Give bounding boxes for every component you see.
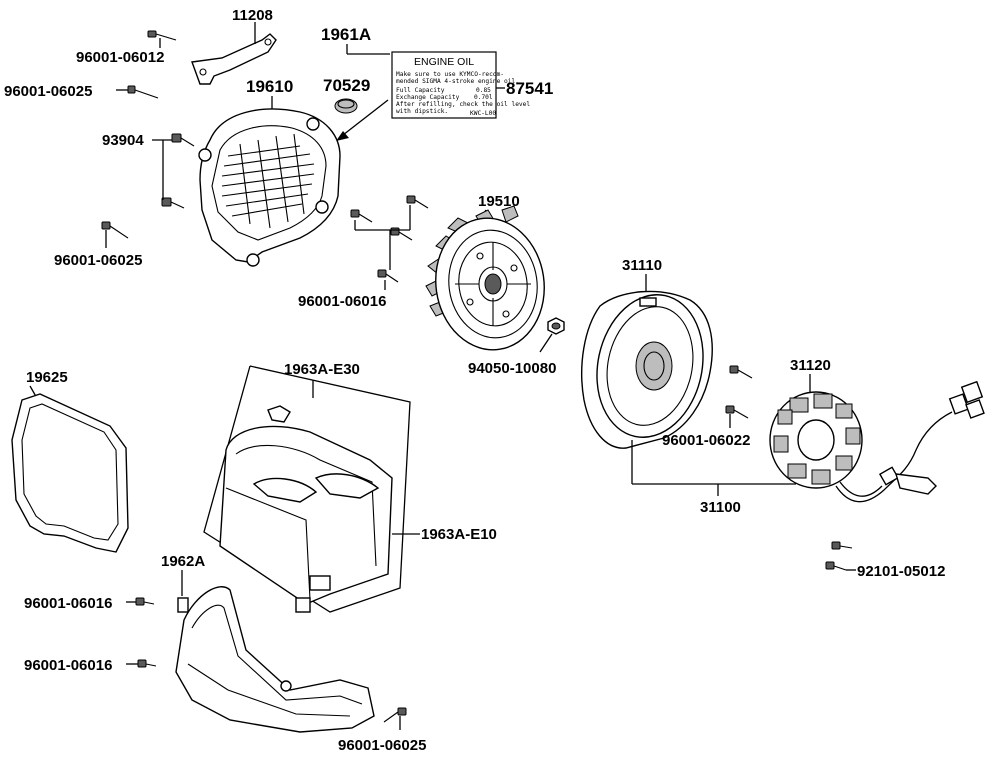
part-number-1963A-E10: 1963A-E10 bbox=[421, 526, 497, 543]
bracket-11208 bbox=[191, 33, 277, 85]
oil-label-line2: mended SIGMA 4-stroke engine oil. bbox=[396, 78, 519, 85]
screw-96001-06016-lower-a bbox=[135, 597, 155, 606]
bolt-93904-upper bbox=[171, 133, 195, 147]
part-number-96001-06022: 96001-06022 bbox=[662, 432, 750, 449]
part-number-19610: 19610 bbox=[246, 77, 293, 96]
screw-96001-06025-top bbox=[127, 85, 159, 99]
screw-96001-06022-a bbox=[729, 365, 753, 379]
bolt-92101-05012-b bbox=[825, 561, 847, 571]
screw-96001-06025-left bbox=[101, 221, 129, 239]
part-number-96001-06012: 96001-06012 bbox=[76, 49, 164, 66]
part-number-96001-06016-b: 96001-06016 bbox=[24, 657, 112, 674]
engine-oil-label: ENGINE OIL Make sure to use KYMCO-recom-… bbox=[391, 51, 530, 119]
oil-label-exchange-capacity: Exchange Capacity bbox=[396, 94, 460, 101]
clip-1963A bbox=[267, 405, 291, 423]
part-number-87541: 87541 bbox=[506, 79, 553, 98]
bolt-92101-05012-a bbox=[831, 541, 853, 550]
shroud-assembly-outline bbox=[203, 365, 411, 613]
part-number-96001-06025-left: 96001-06025 bbox=[54, 252, 142, 269]
lower-shroud-1962A bbox=[175, 586, 375, 733]
wiring-harness bbox=[835, 380, 985, 503]
nut-94050-10080 bbox=[547, 317, 565, 335]
oil-label-code: KWC-L00 bbox=[470, 110, 496, 117]
part-number-1961A: 1961A bbox=[321, 25, 371, 44]
oil-label-full-capacity: Full Capacity bbox=[396, 87, 445, 94]
plug-70529 bbox=[334, 98, 358, 114]
screw-96001-06016-a bbox=[406, 195, 429, 209]
part-number-96001-06025-bottom: 96001-06025 bbox=[338, 737, 426, 754]
part-number-70529: 70529 bbox=[323, 76, 370, 95]
screw-96001-06012 bbox=[147, 30, 177, 41]
fan-cover-19610 bbox=[198, 108, 341, 267]
part-number-19625: 19625 bbox=[26, 369, 68, 386]
part-number-31100: 31100 bbox=[700, 499, 741, 516]
oil-label-line5: After refilling, check the oil level bbox=[396, 101, 530, 108]
part-number-19510: 19510 bbox=[478, 193, 520, 210]
part-number-11208: 11208 bbox=[232, 7, 273, 24]
part-number-96001-06016-mid: 96001-06016 bbox=[298, 293, 386, 310]
flywheel-31110 bbox=[581, 290, 713, 449]
screw-96001-06016-d bbox=[377, 269, 399, 283]
part-number-1963A-E30: 1963A-E30 bbox=[284, 361, 360, 378]
bolt-93904-lower bbox=[161, 197, 185, 209]
oil-label-line6: with dipstick. bbox=[396, 108, 448, 115]
part-number-96001-06016-a: 96001-06016 bbox=[24, 595, 112, 612]
part-number-31120: 31120 bbox=[790, 357, 831, 374]
screw-96001-06022-b bbox=[725, 405, 749, 419]
stator-31120 bbox=[769, 391, 863, 489]
oil-label-exchange-capacity-value: 0.70l bbox=[474, 94, 493, 101]
part-number-94050-10080: 94050-10080 bbox=[468, 360, 556, 377]
oil-label-line1: Make sure to use KYMCO-recom- bbox=[396, 71, 504, 78]
oil-label-title: ENGINE OIL bbox=[414, 56, 474, 68]
part-number-31110: 31110 bbox=[622, 257, 662, 274]
cooling-fan-19510 bbox=[425, 205, 545, 351]
part-number-92101-05012: 92101-05012 bbox=[857, 563, 945, 580]
shroud-1963A bbox=[219, 425, 393, 613]
screw-96001-06025-bottom bbox=[383, 707, 407, 723]
part-number-93904: 93904 bbox=[102, 132, 144, 149]
screw-96001-06016-lower-b bbox=[137, 659, 157, 668]
part-number-96001-06025-top: 96001-06025 bbox=[4, 83, 92, 100]
gasket-19625 bbox=[11, 393, 129, 553]
screw-96001-06016-b bbox=[350, 209, 373, 223]
oil-label-full-capacity-value: 0.85 bbox=[476, 87, 491, 94]
part-number-1962A: 1962A bbox=[161, 553, 205, 570]
